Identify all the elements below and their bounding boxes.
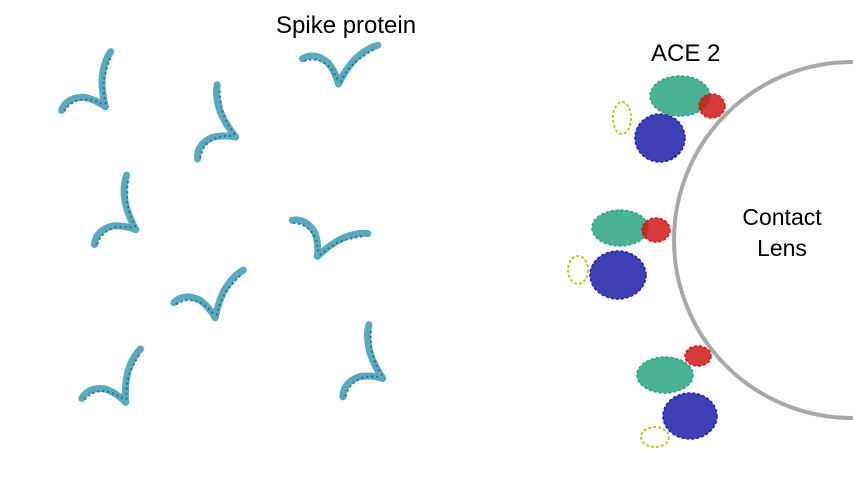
- contact-lens-icon: [672, 60, 853, 420]
- spike-protein-icon: [170, 270, 250, 324]
- ace2-title: ACE 2: [651, 40, 721, 67]
- ace2-receptor-icon: [636, 345, 718, 448]
- spike-protein-icon: [50, 52, 135, 129]
- spike-protein-icon: [283, 202, 368, 271]
- spike-protein-group: [50, 39, 403, 419]
- spike-protein-title: Spike protein: [276, 12, 417, 39]
- contact-lens-label-line1: Contact: [742, 204, 822, 230]
- spike-protein-icon: [73, 349, 158, 418]
- spike-protein-icon: [327, 325, 404, 410]
- spike-protein-icon: [79, 175, 159, 259]
- ace2-receptor-icon: [567, 209, 671, 300]
- contact-lens-label: Contact Lens: [722, 202, 842, 264]
- ace2-receptor-icon: [612, 75, 726, 163]
- spike-protein-icon: [301, 39, 378, 87]
- contact-lens-label-line2: Lens: [757, 235, 807, 261]
- spike-protein-icon: [180, 85, 253, 170]
